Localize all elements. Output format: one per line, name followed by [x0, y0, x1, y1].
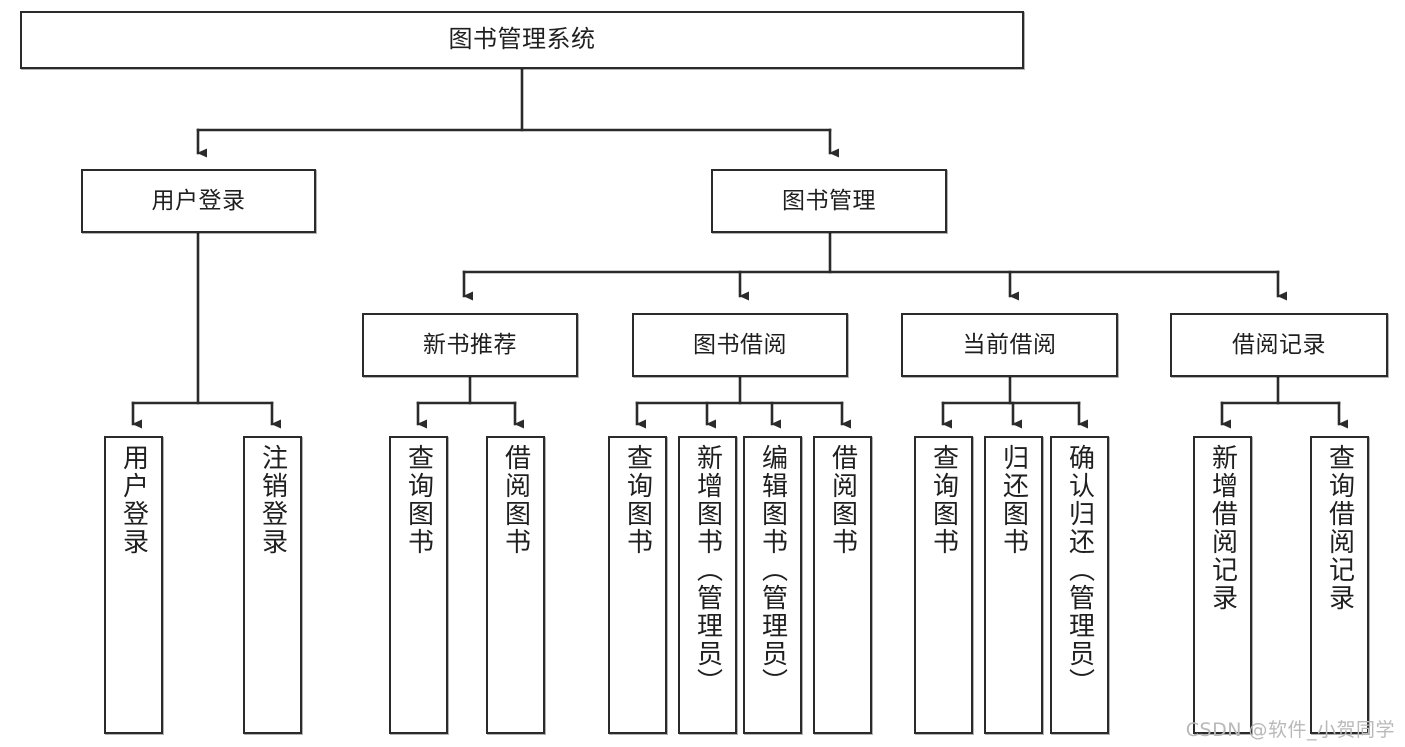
node-new-book-recommend[interactable]: 新书推荐 — [362, 313, 578, 377]
node-label: 查询图书 — [403, 444, 434, 556]
node-label: 借阅图书 — [500, 444, 531, 556]
node-root-system[interactable]: 图书管理系统 — [20, 11, 1024, 69]
leaf-add-borrow-record[interactable]: 新增借阅记录 — [1193, 436, 1252, 734]
node-label: 当前借阅 — [962, 331, 1057, 358]
node-label: 图书管理 — [782, 187, 876, 214]
node-label: 用户登录 — [118, 444, 149, 556]
leaf-query-borrow-record[interactable]: 查询借阅记录 — [1310, 436, 1369, 734]
node-book-borrow[interactable]: 图书借阅 — [632, 313, 848, 377]
leaf-return-book[interactable]: 归还图书 — [984, 436, 1043, 734]
node-borrow-records[interactable]: 借阅记录 — [1170, 313, 1388, 377]
node-label: 查询借阅记录 — [1324, 444, 1355, 612]
leaf-borrow-book-borrow[interactable]: 借阅图书 — [813, 436, 872, 734]
leaf-add-book-admin[interactable]: 新增图书（管理员） — [678, 436, 737, 734]
node-label: 确认归还（管理员） — [1064, 444, 1095, 696]
leaf-query-book-borrow[interactable]: 查询图书 — [608, 436, 667, 734]
node-book-management[interactable]: 图书管理 — [711, 169, 947, 233]
leaf-confirm-return-admin[interactable]: 确认归还（管理员） — [1050, 436, 1109, 734]
leaf-borrow-book-newbook[interactable]: 借阅图书 — [486, 436, 545, 734]
node-label: 查询图书 — [622, 444, 653, 556]
node-label: 查询图书 — [928, 444, 959, 556]
leaf-user-login[interactable]: 用户登录 — [104, 436, 163, 734]
node-label: 图书借阅 — [693, 331, 787, 358]
node-label: 新增图书（管理员） — [692, 444, 723, 696]
node-label: 归还图书 — [998, 444, 1029, 556]
node-label: 借阅记录 — [1232, 331, 1326, 358]
leaf-query-book-newbook[interactable]: 查询图书 — [389, 436, 448, 734]
leaf-query-book-current[interactable]: 查询图书 — [914, 436, 973, 734]
leaf-user-logout[interactable]: 注销登录 — [243, 436, 302, 734]
node-label: 新书推荐 — [423, 331, 517, 358]
node-label: 注销登录 — [257, 444, 288, 556]
node-label: 借阅图书 — [827, 444, 858, 556]
node-label: 编辑图书（管理员） — [757, 444, 788, 696]
node-label: 用户登录 — [151, 187, 246, 214]
node-label: 图书管理系统 — [448, 25, 596, 54]
node-current-borrow[interactable]: 当前借阅 — [901, 313, 1118, 377]
leaf-edit-book-admin[interactable]: 编辑图书（管理员） — [743, 436, 802, 734]
node-label: 新增借阅记录 — [1207, 444, 1238, 612]
node-user-login[interactable]: 用户登录 — [81, 169, 316, 233]
